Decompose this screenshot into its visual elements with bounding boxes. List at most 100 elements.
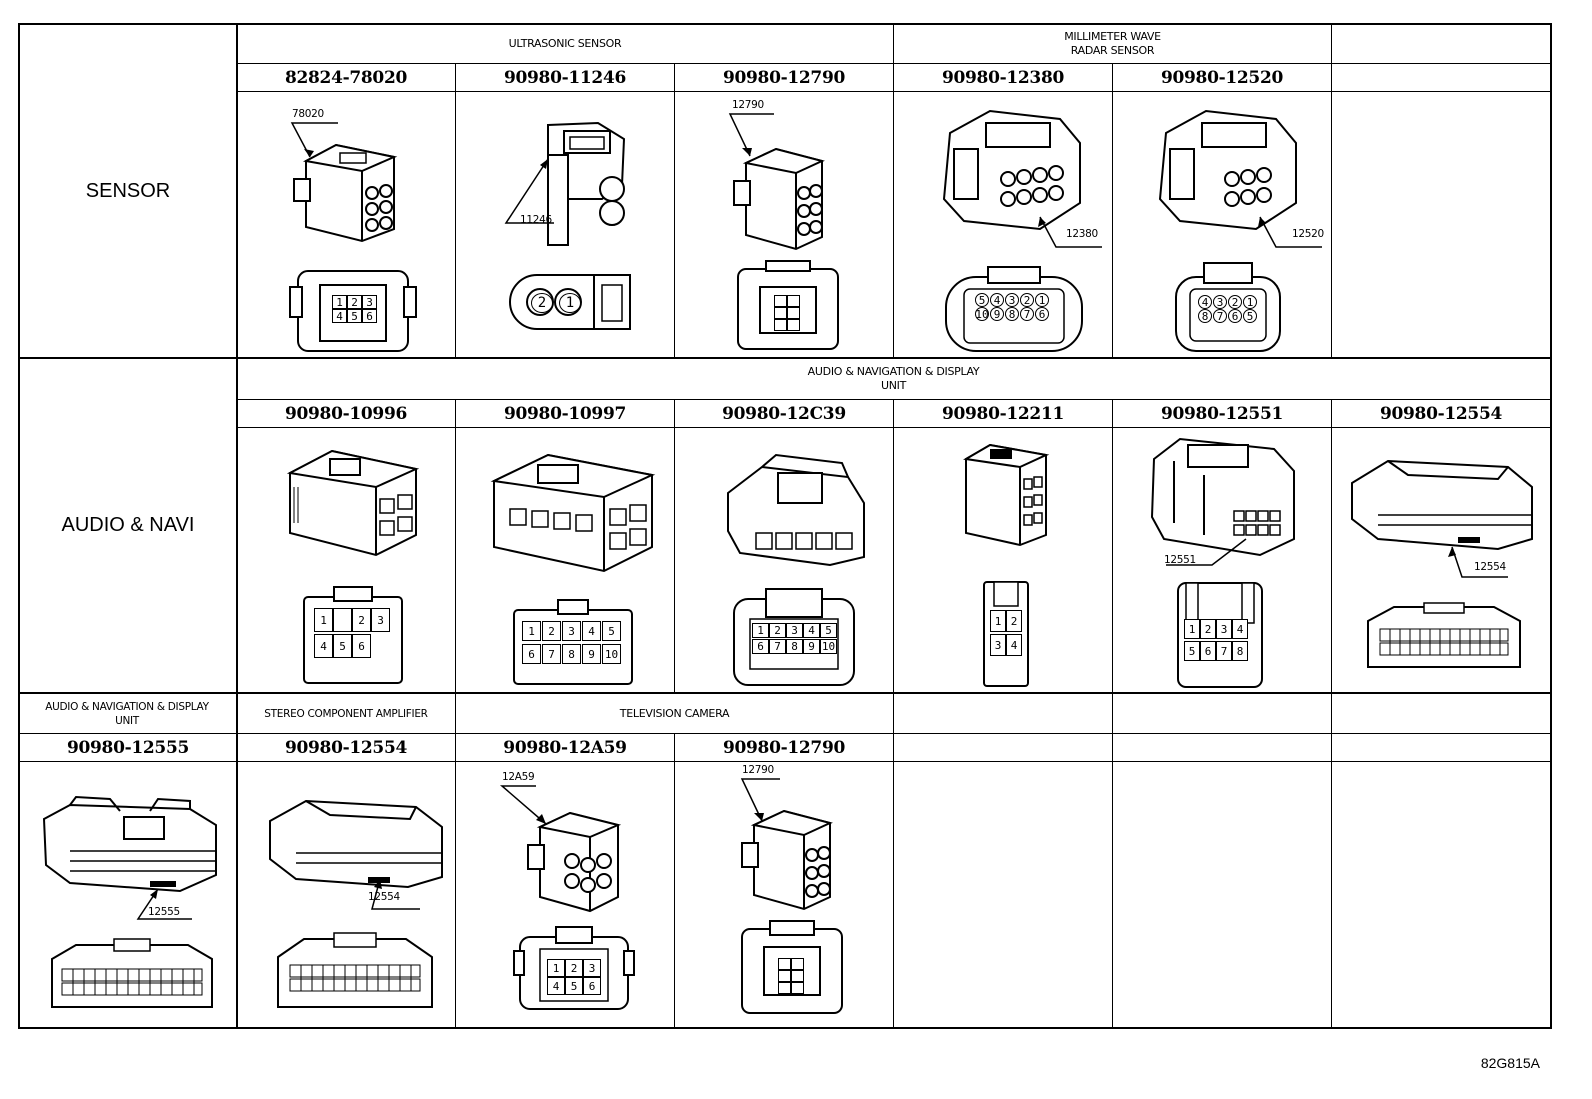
group-label-television-camera: TELEVISION CAMERA: [619, 706, 730, 720]
pin-cell: 1: [522, 621, 541, 641]
connector-face-icon: [48, 935, 216, 1011]
pin-cell: [778, 970, 791, 982]
callout-arrow-icon: [1162, 529, 1252, 569]
frame-top: [18, 23, 1552, 25]
pin-cell: 7: [1213, 309, 1227, 323]
pin-cell: 7: [542, 644, 561, 664]
s2-group-row-line: [236, 399, 1552, 400]
callout-12520: 12520: [1292, 228, 1324, 240]
pin-cell: 1: [752, 623, 769, 638]
pin-cell: 2: [1006, 610, 1022, 632]
pin-cell: 2: [542, 621, 561, 641]
pin-cell: 1: [1243, 295, 1257, 309]
callout-12790-b: 12790: [742, 764, 774, 776]
part-number-90980-12555: 90980-12555: [66, 737, 190, 758]
pin-cell: [787, 307, 800, 319]
pin-cell: 5: [602, 621, 621, 641]
callout-78020: 78020: [292, 108, 324, 120]
pin-cell: 6: [1228, 309, 1242, 323]
group-label-audio-navigation-display-unit-2: AUDIO & NAVIGATION & DISPLAY UNIT: [45, 700, 209, 727]
s2-vline-1: [455, 399, 456, 692]
section-label-sensor: SENSOR: [85, 179, 171, 202]
callout-arrow-icon: [736, 777, 796, 827]
s1-vline-3: [893, 23, 894, 357]
pin-cell: 6: [362, 309, 377, 323]
s2-pn-row-line: [236, 427, 1552, 428]
connector-3d-icon: [1144, 431, 1304, 559]
pin-cell: 7: [1216, 641, 1232, 661]
connector-3d-icon: [486, 447, 656, 573]
pin-cell: 8: [1005, 307, 1019, 321]
pin-cell: 6: [352, 634, 371, 658]
pin-cell: 5: [565, 977, 583, 995]
pin-cell: [774, 295, 787, 307]
pin-cell: 3: [562, 621, 581, 641]
section-divider-2: [18, 692, 1552, 694]
pin-cell: 9: [582, 644, 601, 664]
pin-cell: 2: [1228, 295, 1242, 309]
pin-cell: 7: [769, 639, 786, 654]
callout-12790: 12790: [732, 99, 764, 111]
callout-12A59: 12A59: [502, 771, 535, 783]
pin-cell: 3: [990, 634, 1006, 656]
pin-cell: 10: [975, 307, 989, 321]
s2-vline-3: [893, 399, 894, 692]
s1-vline-5: [1331, 23, 1332, 357]
connector-3d-icon: [518, 115, 638, 235]
pin-cell: 2: [565, 959, 583, 977]
callout-arrow-icon: [1028, 213, 1108, 253]
pin-cell: 8: [1198, 309, 1212, 323]
pin-cell: 5: [347, 309, 362, 323]
pin-cell: 2: [1020, 293, 1034, 307]
callout-11246: 11246: [520, 214, 552, 226]
pin-cell: 10: [820, 639, 837, 654]
pin-cell: 5: [975, 293, 989, 307]
pin-cell: 1: [990, 610, 1006, 632]
connector-3d-icon: [1146, 103, 1306, 233]
connector-3d-icon: [1348, 453, 1536, 553]
connector-face-icon: [274, 931, 436, 1011]
callout-arrow-icon: [344, 875, 424, 915]
pin-cell: 4: [314, 634, 333, 658]
pin-cell: 3: [1213, 295, 1227, 309]
pin-cell: 5: [1184, 641, 1200, 661]
s1-vline-4: [1112, 63, 1113, 357]
callout-12555: 12555: [148, 906, 180, 918]
pin-cell: 4: [1006, 634, 1022, 656]
reference-code: 82G815A: [1480, 1055, 1540, 1071]
pin-cell: [778, 982, 791, 994]
pin-cell: 3: [362, 295, 377, 309]
connector-3d-icon: [718, 453, 868, 569]
pin-cell: 2: [1200, 619, 1216, 639]
group-label-mmwave-radar-sensor: MILLIMETER WAVE RADAR SENSOR: [1064, 30, 1161, 57]
pin-cell: 4: [547, 977, 565, 995]
callout-arrow-icon: [108, 885, 198, 925]
pin-cell: [791, 982, 804, 994]
callout-arrow-icon: [496, 784, 566, 828]
pin-cell: 6: [1035, 307, 1049, 321]
pin-cell: 4: [582, 621, 601, 641]
pin-cell: 8: [786, 639, 803, 654]
pin-cell: 6: [752, 639, 769, 654]
pin-cell: 6: [1200, 641, 1216, 661]
pin-cell: [333, 608, 352, 632]
connector-3d-icon: [724, 141, 834, 253]
connector-3d-icon: [40, 795, 220, 895]
part-number-90980-12C39: 90980-12C39: [722, 403, 846, 424]
pin-cell: [787, 295, 800, 307]
part-number-90980-12380: 90980-12380: [941, 67, 1065, 88]
group-label-audio-navigation-display-unit: AUDIO & NAVIGATION & DISPLAY UNIT: [807, 365, 980, 392]
pin-cell: 5: [333, 634, 352, 658]
part-number-90980-12520: 90980-12520: [1160, 67, 1284, 88]
pin-cell: 2: [531, 293, 553, 313]
label-column-divider: [236, 23, 238, 1029]
part-number-90980-12790-b: 90980-12790: [722, 737, 846, 758]
pin-cell: [778, 958, 791, 970]
callout-arrow-icon: [484, 151, 564, 231]
callout-12380: 12380: [1066, 228, 1098, 240]
pin-cell: 8: [562, 644, 581, 664]
part-number-90980-12554-b: 90980-12554: [284, 737, 408, 758]
pin-cell: 5: [820, 623, 837, 638]
